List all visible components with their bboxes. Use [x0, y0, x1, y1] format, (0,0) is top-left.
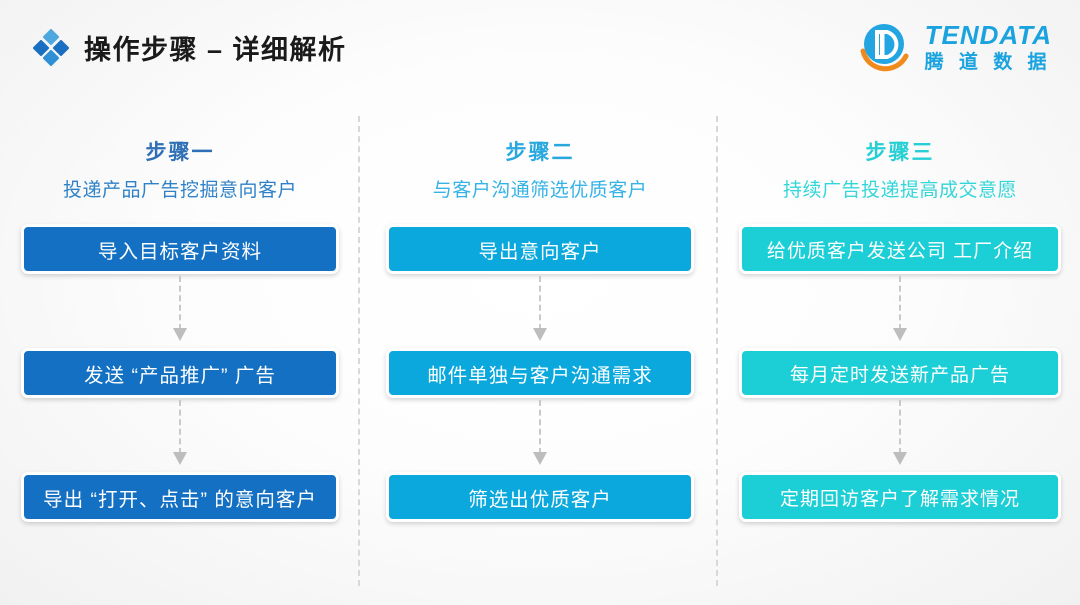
step-column-2: 步骤二 与客户沟通筛选优质客户 导出意向客户 邮件单独与客户沟通需求 筛选出优质…: [360, 118, 720, 588]
step-node[interactable]: 给优质客户发送公司 工厂介绍: [739, 224, 1061, 274]
step-nodes-2: 导出意向客户 邮件单独与客户沟通需求 筛选出优质客户: [374, 224, 706, 522]
step-subtitle-2: 与客户沟通筛选优质客户: [432, 180, 648, 201]
step-node[interactable]: 发送 “产品推广” 广告: [21, 348, 339, 398]
flow-arrow-down-icon: [893, 398, 907, 472]
step-node[interactable]: 导入目标客户资料: [21, 224, 339, 274]
step-column-1: 步骤一 投递产品广告挖掘意向客户 导入目标客户资料 发送 “产品推广” 广告 导…: [0, 118, 360, 588]
flow-arrow-down-icon: [173, 274, 187, 348]
column-divider-1: [358, 116, 360, 586]
step-node[interactable]: 定期回访客户了解需求情况: [739, 472, 1061, 522]
step-node[interactable]: 每月定时发送新产品广告: [739, 348, 1061, 398]
logo-text-en: TENDATA: [924, 20, 1052, 50]
title-group: 操作步骤 – 详细解析: [32, 28, 347, 67]
column-divider-2: [716, 116, 718, 586]
step-title-1: 步骤一: [145, 141, 215, 164]
step-subtitle-1: 投递产品广告挖掘意向客户: [62, 180, 297, 201]
step-node[interactable]: 导出意向客户: [386, 224, 694, 274]
steps-columns: 步骤一 投递产品广告挖掘意向客户 导入目标客户资料 发送 “产品推广” 广告 导…: [0, 118, 1080, 588]
step-node[interactable]: 邮件单独与客户沟通需求: [386, 348, 694, 398]
tendata-d-mark-icon: [857, 18, 915, 76]
step-subtitle-3: 持续广告投递提高成交意愿: [782, 180, 1017, 201]
tendata-logo: TENDATA 腾 道 数 据: [857, 18, 1052, 76]
diamond-cluster-icon: [32, 28, 70, 66]
step-column-3: 步骤三 持续广告投递提高成交意愿 给优质客户发送公司 工厂介绍 每月定时发送新产…: [720, 118, 1080, 588]
flow-arrow-down-icon: [893, 274, 907, 348]
slide-header: 操作步骤 – 详细解析 TENDATA 腾 道 数 据: [0, 0, 1080, 100]
step-nodes-3: 给优质客户发送公司 工厂介绍 每月定时发送新产品广告 定期回访客户了解需求情况: [734, 224, 1066, 522]
step-node[interactable]: 导出 “打开、点击” 的意向客户: [21, 472, 339, 522]
flow-arrow-down-icon: [533, 274, 547, 348]
step-title-2: 步骤二: [505, 141, 575, 164]
page-title: 操作步骤 – 详细解析: [84, 35, 347, 65]
flow-arrow-down-icon: [533, 398, 547, 472]
logo-text-cn: 腾 道 数 据: [924, 52, 1052, 73]
step-title-3: 步骤三: [865, 141, 935, 164]
step-node[interactable]: 筛选出优质客户: [386, 472, 694, 522]
flow-arrow-down-icon: [173, 398, 187, 472]
step-nodes-1: 导入目标客户资料 发送 “产品推广” 广告 导出 “打开、点击” 的意向客户: [14, 224, 346, 522]
